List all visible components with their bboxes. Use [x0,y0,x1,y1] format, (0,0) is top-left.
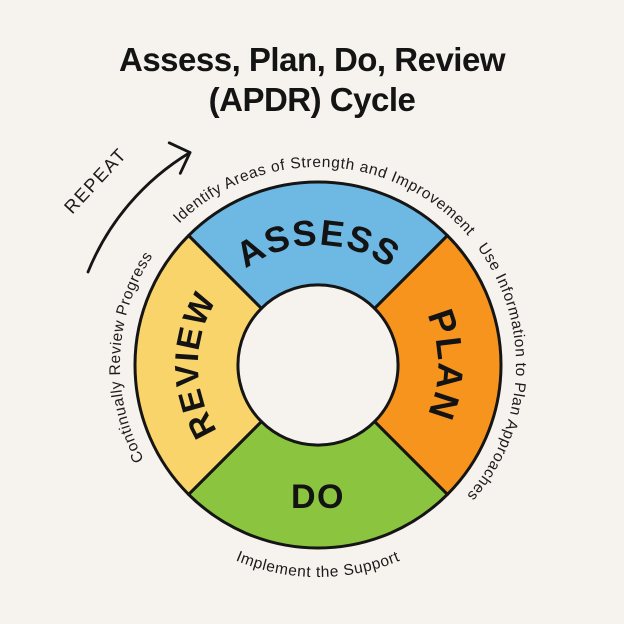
page-title: Assess, Plan, Do, Review (APDR) Cycle [0,40,624,120]
repeat-arrowhead [167,141,192,175]
segment-assess [187,180,449,310]
segment-plan [373,234,503,496]
cycle-ring [133,180,503,550]
page-title-line-1: Assess, Plan, Do, Review [118,41,506,78]
repeat-arrow-icon [86,141,192,274]
segment-review [133,234,263,496]
segment-label-do: DO [291,478,345,516]
segment-do [187,420,449,550]
page-title-line-2: (APDR) Cycle [208,81,416,118]
repeat-arrow-curve [86,151,192,274]
